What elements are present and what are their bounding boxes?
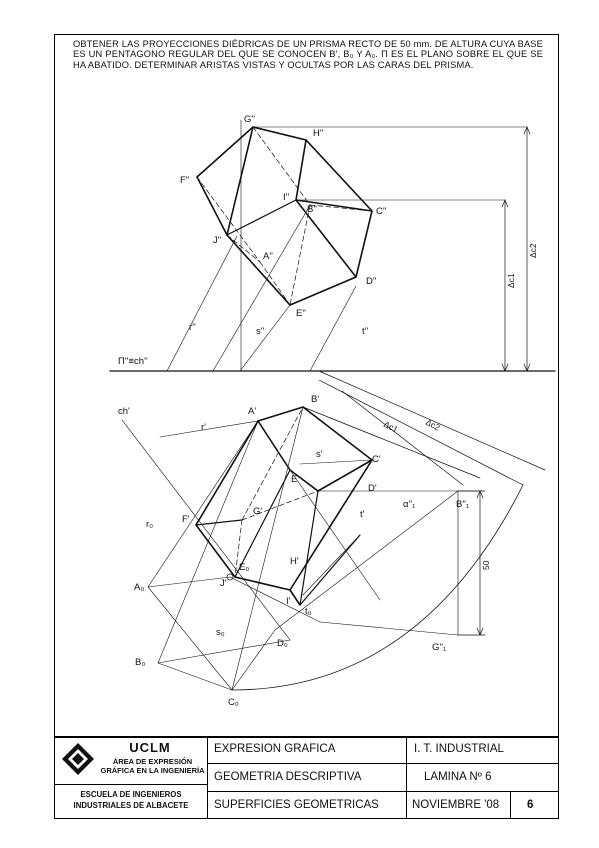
- elevation-labels: G'' H'' F'' I'' B'' C'' J'' A'' D'' E'' …: [118, 114, 538, 367]
- label-g21: G''₁: [432, 642, 446, 653]
- label-eo: E₀: [239, 562, 249, 573]
- label-to: t₀: [305, 606, 312, 617]
- label-bo: B₀: [135, 657, 145, 668]
- label-s2: s'': [256, 326, 265, 337]
- label-dc2: Δc2: [528, 243, 538, 258]
- title-block: UCLM ÁREA DE EXPRESIÓN GRÁFICA EN LA ING…: [55, 736, 558, 819]
- topic: GEOMETRIA DESCRIPTIVA: [214, 771, 362, 783]
- label-h2: H'': [313, 128, 324, 139]
- label-g1: G': [253, 506, 262, 517]
- label-co: C₀: [228, 697, 239, 708]
- label-pi2: Π''≡ch'': [118, 356, 148, 367]
- label-so: s₀: [216, 627, 225, 638]
- sheet-number: 6: [527, 799, 534, 811]
- label-f1: F': [182, 514, 190, 525]
- label-dc1: Δc1: [506, 273, 516, 288]
- label-d2: D'': [366, 276, 377, 287]
- title-block-row-1: [207, 763, 558, 765]
- title-block-divider-1: [207, 736, 209, 819]
- label-b2: B'': [307, 204, 317, 215]
- title-block-row-2: [207, 791, 558, 793]
- label-i1: I': [286, 596, 291, 607]
- label-f2: F'': [180, 175, 190, 186]
- sheet-border: [54, 34, 559, 819]
- label-a2: A'': [263, 251, 273, 262]
- problem-statement: OBTENER LAS PROYECCIONES DIÉDRICAS DE UN…: [73, 39, 543, 70]
- school-line-1: ESCUELA DE INGENIEROS: [80, 790, 182, 799]
- area-line-2: GRÁFICA EN LA INGENIERÍA: [100, 766, 205, 775]
- label-s1: s': [316, 449, 323, 460]
- label-j1: J': [220, 578, 227, 589]
- label-ao: A₀: [134, 582, 144, 593]
- sheet-title: LAMINA Nº 6: [424, 771, 492, 783]
- degree: I. T. INDUSTRIAL: [414, 743, 504, 755]
- title-block-divider-2: [406, 736, 408, 819]
- label-j2: J'': [213, 235, 222, 246]
- label-ro: r₀: [146, 519, 153, 530]
- unit: SUPERFICIES GEOMETRICAS: [214, 799, 379, 811]
- label-ch1: ch': [118, 406, 130, 417]
- date: NOVIEMBRE '08: [412, 799, 500, 811]
- label-b21: B''₁: [456, 499, 469, 510]
- label-t2: t'': [362, 326, 368, 337]
- label-dc2b: Δc2: [424, 417, 442, 433]
- plan-labels: ch' r' A' B' s' C' E' D' α''₁ B''₁ F' G'…: [118, 394, 491, 708]
- label-do: D₀: [277, 638, 288, 649]
- e0-marker: [226, 573, 234, 581]
- label-dc1b: Δc1: [382, 419, 400, 435]
- area-line-1: ÁREA DE EXPRESIÓN: [112, 757, 193, 766]
- label-e1: E': [291, 474, 299, 485]
- plan-dimensions: [231, 370, 546, 691]
- prism-plan: [195, 406, 374, 606]
- school-line-2: INDUSTRIALES DE ALBACETE: [73, 801, 189, 810]
- uni-name: UCLM: [129, 740, 171, 755]
- title-block-logo-divider: [55, 784, 207, 786]
- label-b1: B': [311, 394, 319, 405]
- label-alpha: α''₁: [403, 499, 415, 510]
- label-c1: C': [372, 454, 381, 465]
- label-i2: I'': [283, 192, 289, 203]
- title-block-top-border: [55, 736, 558, 738]
- prism-elevation: [196, 126, 373, 306]
- label-d1: D': [368, 483, 377, 494]
- uclm-logo-icon: [62, 743, 94, 775]
- label-r2: r'': [189, 322, 196, 333]
- subject: EXPRESION GRAFICA: [214, 743, 336, 755]
- label-r1: r': [201, 422, 206, 433]
- elevation-rays: [166, 126, 528, 372]
- label-t1: t': [360, 509, 365, 520]
- label-a1: A': [248, 406, 256, 417]
- label-dim50: 50: [481, 560, 491, 570]
- label-h1: H': [290, 556, 299, 567]
- plan-construction-lines: [121, 406, 484, 691]
- label-c2: C'': [376, 206, 387, 217]
- label-e2: E'': [296, 308, 306, 319]
- elevation-dimensions: [501, 126, 531, 372]
- label-g2: G'': [244, 114, 255, 125]
- title-block-divider-3: [510, 791, 512, 819]
